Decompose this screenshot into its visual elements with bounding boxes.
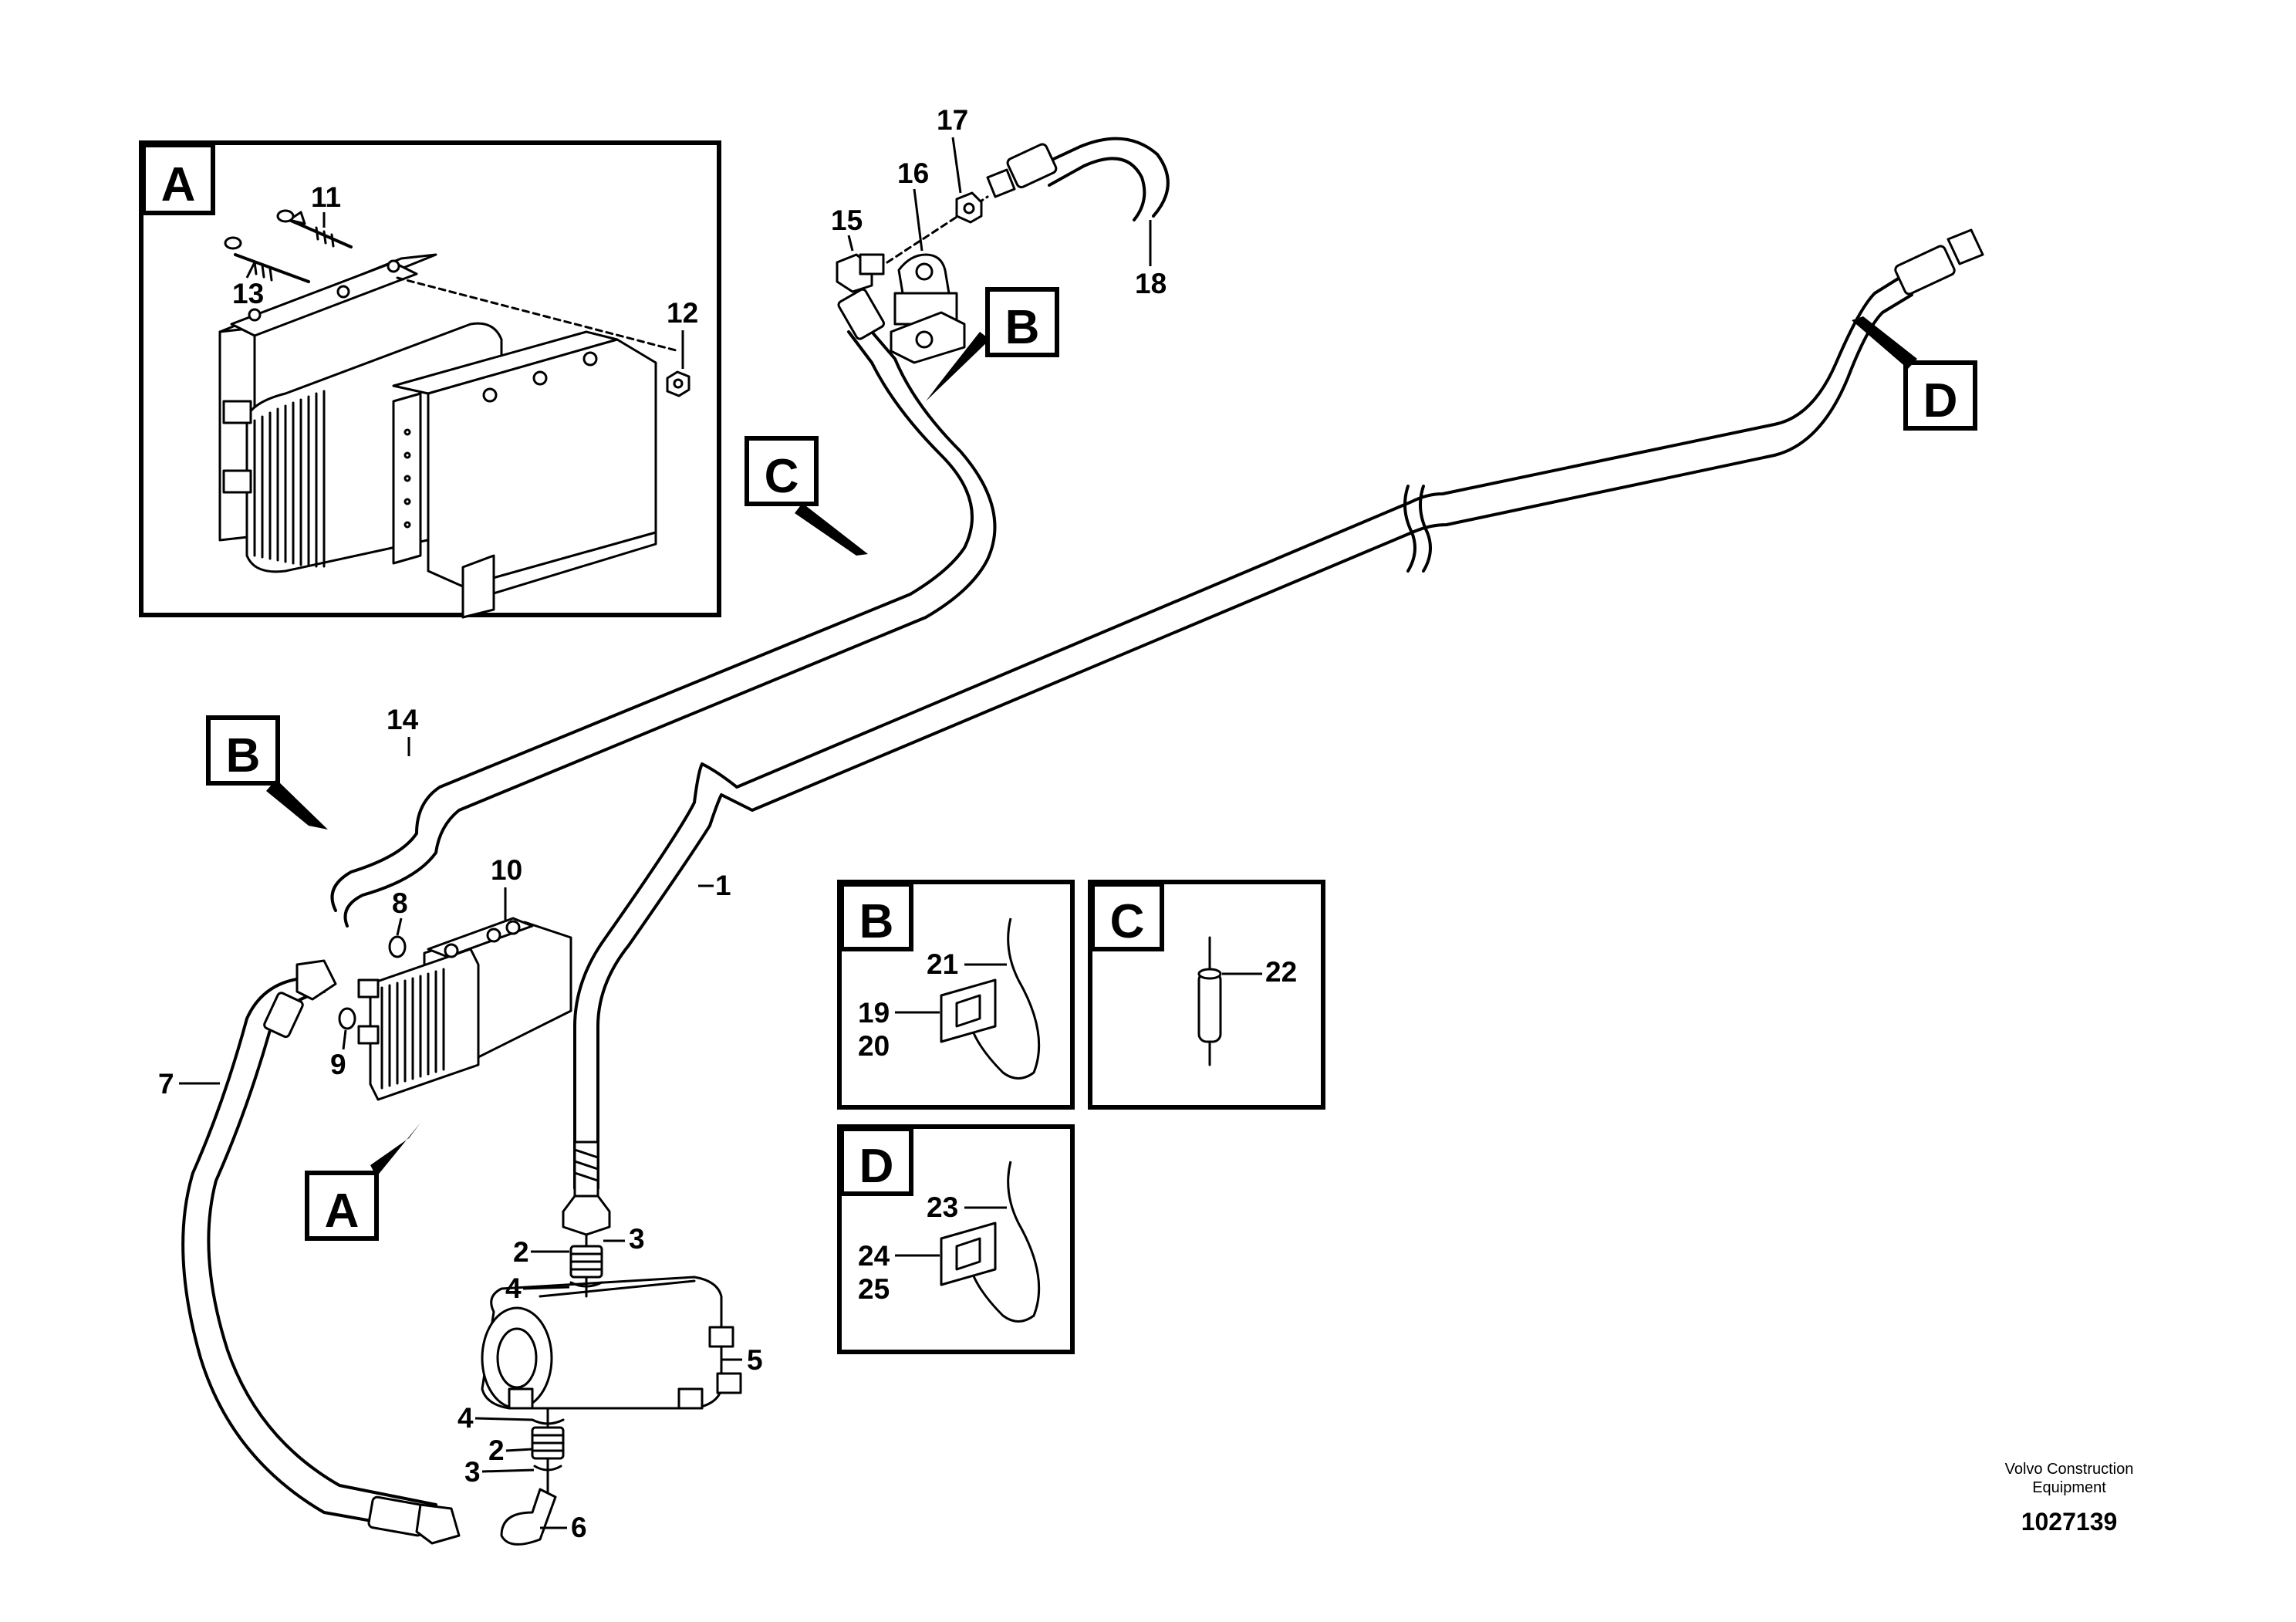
callout-12: 12 [667, 297, 698, 329]
callout-6: 6 [571, 1512, 587, 1543]
detail-d-frame: D [837, 1124, 1075, 1354]
detail-a-cooler-illustration [218, 209, 690, 619]
cable-tie-illustration-b [940, 917, 1041, 1080]
view-b-pointer-main: B [206, 715, 328, 830]
detail-a-frame: A [139, 140, 721, 617]
svg-text:D: D [1923, 374, 1958, 427]
callout-10: 10 [491, 854, 522, 886]
hose-7 [181, 959, 461, 1545]
callout-24: 24 [858, 1240, 890, 1272]
view-c-pointer: C [745, 436, 868, 556]
callout-8: 8 [392, 887, 408, 919]
detail-a-label: A [161, 158, 196, 211]
callout-1: 1 [715, 870, 731, 901]
detail-b-label: B [859, 895, 894, 948]
detail-c-label: C [1110, 895, 1145, 948]
brand-line-1: Volvo Construction [2005, 1461, 2134, 1478]
valve-block-5 [481, 1276, 742, 1410]
callout-3-lower: 3 [464, 1456, 481, 1488]
view-a-pointer: A [305, 1123, 420, 1241]
view-d-pointer: D [1852, 316, 1977, 431]
callout-17: 17 [937, 104, 968, 136]
callout-25: 25 [858, 1273, 890, 1305]
detail-d-label: D [859, 1140, 894, 1193]
callout-5: 5 [747, 1344, 763, 1376]
callout-16: 16 [897, 157, 929, 189]
view-b-pointer-top: B [926, 287, 1059, 401]
callout-2-lower: 2 [488, 1434, 505, 1466]
drawing-number: 1027139 [2021, 1508, 2118, 1536]
callout-20: 20 [858, 1030, 890, 1062]
hose-18 [886, 137, 1170, 264]
callout-15: 15 [831, 204, 863, 236]
svg-text:B: B [226, 729, 261, 782]
svg-text:A: A [325, 1184, 360, 1238]
hose-1 [562, 228, 1984, 1267]
callout-2-upper: 2 [513, 1236, 529, 1268]
svg-text:B: B [1005, 301, 1040, 354]
callout-22: 22 [1265, 956, 1297, 988]
callout-11: 11 [311, 181, 341, 213]
callout-9: 9 [330, 1049, 346, 1080]
oil-cooler-10 [338, 917, 572, 1101]
callout-14: 14 [387, 704, 419, 735]
cable-tie-illustration-d [940, 1161, 1041, 1323]
callout-7: 7 [158, 1068, 174, 1100]
brand-line-2: Equipment [2032, 1479, 2106, 1496]
svg-text:C: C [765, 450, 799, 503]
callout-13: 13 [232, 278, 264, 309]
callout-21: 21 [927, 948, 958, 980]
callout-4-lower: 4 [458, 1402, 474, 1434]
top-fittings-15-16-17 [836, 191, 983, 364]
fittings-2-3-4 [500, 1245, 603, 1546]
callout-19: 19 [858, 997, 890, 1029]
callout-4-upper: 4 [505, 1272, 522, 1304]
sleeve-illustration-c [1197, 936, 1222, 1066]
hose-14 [330, 288, 997, 928]
callout-23: 23 [927, 1191, 958, 1223]
detail-b-frame: B [837, 880, 1075, 1110]
callout-3-upper: 3 [629, 1223, 645, 1255]
callout-18: 18 [1135, 268, 1167, 299]
detail-c-frame: C [1088, 880, 1325, 1110]
